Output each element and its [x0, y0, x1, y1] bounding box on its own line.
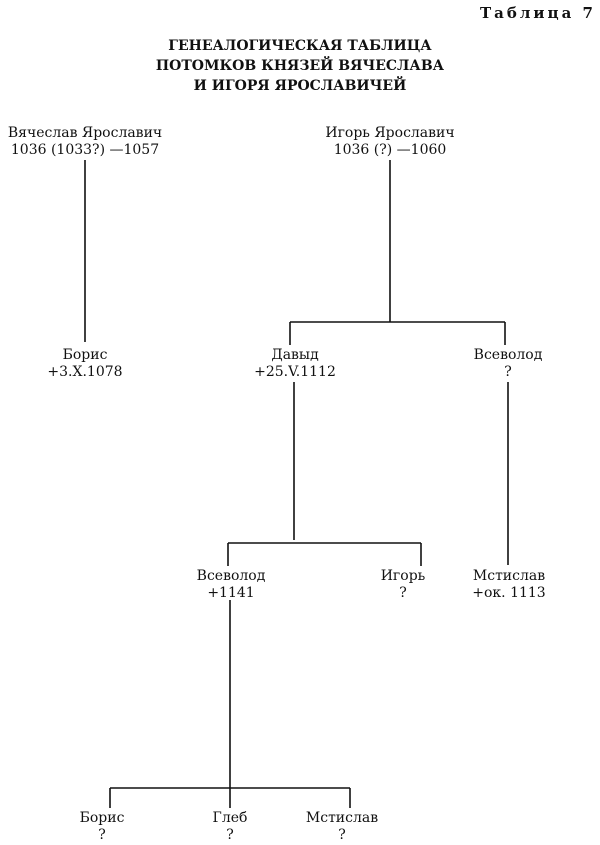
person-dates: +25.V.1112 — [254, 364, 336, 380]
person-name: Всеволод — [196, 568, 266, 584]
person-boris-vsevolodovich: Борис ? — [2, 810, 202, 844]
person-igor-davydovich: Игорь ? — [303, 568, 503, 602]
person-gleb: Глеб ? — [130, 810, 330, 844]
person-dates: +1141 — [207, 585, 255, 601]
person-vyacheslav: Вячеслав Ярославич 1036 (1033?) —1057 — [0, 125, 185, 159]
person-name: Мстислав — [305, 810, 379, 826]
person-boris: Борис +3.X.1078 — [0, 347, 185, 381]
person-mstislav-vsevolodovich: Мстислав ? — [242, 810, 442, 844]
person-vsevolod: Всеволод ? — [408, 347, 600, 381]
person-dates: ? — [399, 585, 407, 601]
person-dates: ? — [226, 827, 234, 843]
heading-line: И ИГОРЯ ЯРОСЛАВИЧЕЙ — [193, 78, 407, 94]
person-vsevolod-davydovich: Всеволод +1141 — [131, 568, 331, 602]
person-name: Борис — [62, 347, 108, 363]
person-dates: ? — [504, 364, 512, 380]
person-dates: 1036 (1033?) —1057 — [10, 142, 160, 158]
person-dates: ? — [98, 827, 106, 843]
person-name: Давыд — [271, 347, 319, 363]
heading-line: ГЕНЕАЛОГИЧЕСКАЯ ТАБЛИЦА — [168, 38, 432, 54]
person-dates: +ок. 1113 — [472, 585, 546, 601]
person-name: Всеволод — [473, 347, 543, 363]
person-name: Вячеслав Ярославич — [7, 125, 163, 141]
person-dates: ? — [338, 827, 346, 843]
table-number: Таблица 7 — [479, 4, 596, 22]
person-mstislav: Мстислав +ок. 1113 — [409, 568, 600, 602]
person-igor-yaroslavich: Игорь Ярославич 1036 (?) —1060 — [290, 125, 490, 159]
person-dates: +3.X.1078 — [47, 364, 123, 380]
person-dates: 1036 (?) —1060 — [333, 142, 447, 158]
person-name: Борис — [79, 810, 125, 826]
person-name: Глеб — [212, 810, 248, 826]
person-name: Мстислав — [472, 568, 546, 584]
table-heading: ГЕНЕАЛОГИЧЕСКАЯ ТАБЛИЦА ПОТОМКОВ КНЯЗЕЙ … — [0, 36, 600, 96]
heading-line: ПОТОМКОВ КНЯЗЕЙ ВЯЧЕСЛАВА — [155, 58, 445, 74]
person-name: Игорь — [380, 568, 426, 584]
person-davyd: Давыд +25.V.1112 — [195, 347, 395, 381]
person-name: Игорь Ярославич — [325, 125, 455, 141]
